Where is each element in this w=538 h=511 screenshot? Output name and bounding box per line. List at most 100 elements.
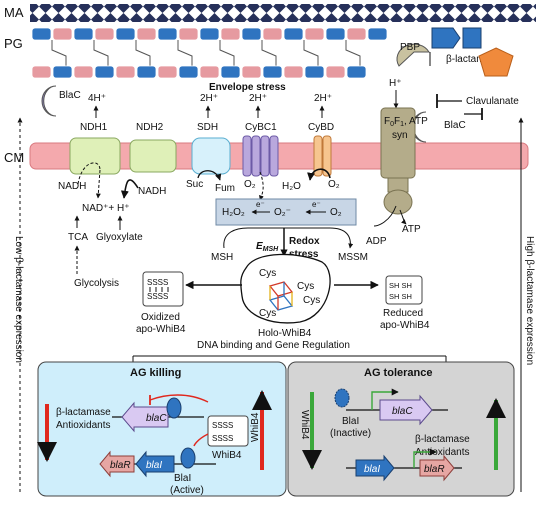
nadh-left: NADH [58,181,86,192]
glycan-unit [178,27,199,41]
ma-label: MA [4,5,24,20]
cys-1: Cys [259,268,276,279]
ag-tolerance-panel [287,361,515,497]
tolerance-blai-gene [355,454,395,482]
electron-1: e⁻ [256,200,265,209]
glycan-unit [367,27,388,41]
tolerance-blai-label: blaI [364,464,380,475]
glycan-unit [73,27,94,41]
killing-inhibit-curve-2 [193,433,209,447]
killing-whib4-box [207,415,249,447]
tca-label: TCA [68,232,88,243]
electron-2: e⁻ [312,200,321,209]
peptide-crosslink [93,40,109,66]
ndh1-electron-curve [77,162,101,185]
glycan-unit [199,65,220,79]
o2-label-b: O₂ [328,179,340,190]
glycan-unit [325,27,346,41]
cys-2: Cys [297,281,314,292]
o2-label-a: O₂ [244,179,256,190]
glycan-unit [136,65,157,79]
glycan-unit [283,65,304,79]
atp-curve [399,209,407,225]
oxidized-label-2: apo-WhiB4 [136,324,186,335]
tolerance-whib4-vertical: WhiB4 [299,410,310,440]
sdh-label: SDH [197,122,218,133]
glycan-unit [262,27,283,41]
h2o-label: H₂O [282,181,301,192]
glycan-unit [178,65,199,79]
tolerance-blai-free [334,388,350,408]
clavulanate-label: Clavulanate [466,96,519,107]
ndh2-to-nad-arrow [120,179,139,199]
succinate-label: Suc [186,179,203,190]
killing-whib4-label: WhiB4 [212,450,242,461]
peptide-crosslink [261,40,277,66]
beta-lactam-label: β-lactam [446,54,485,65]
killing-blai-gene [135,450,175,478]
killing-blai-state: (Active) [170,485,204,496]
atp-syn-proton: H⁺ [389,78,402,89]
holo-whib4-label: Holo-WhiB4 [258,328,312,339]
glycan-unit [304,65,325,79]
blac-left-icon [41,85,57,117]
o2-ros-label: O₂ [330,207,342,218]
fumarate-label: Fum [215,183,235,194]
ndh1-complex [69,137,121,175]
msh-curve [223,227,249,249]
tolerance-antioxidants: Antioxidants [415,447,469,458]
holo-whib4-protein [240,253,331,324]
killing-blai-label: blaI [146,460,162,471]
atp-synthase [380,107,416,215]
cybc1-complex [242,135,279,177]
ndh1-label: NDH1 [80,122,108,133]
killing-inhibit-curve-1 [149,394,209,403]
pg-label: PG [4,36,23,51]
atp-syn-label-1: F0F1, ATP [384,116,428,128]
glycan-unit [94,65,115,79]
h2o2-label: H₂O₂ [222,207,245,218]
glycan-unit [31,65,52,79]
clavulanate-molecule [478,47,514,77]
glycan-unit [52,27,73,41]
oxidized-apo-whib4-box [142,271,184,307]
protons-ndh1: 4H⁺ [88,93,106,104]
oxidized-label-1: Oxidized [141,312,180,323]
tolerance-promoter-bottom [413,448,437,468]
ag-killing-panel [37,361,287,497]
killing-antioxidants: Antioxidants [56,420,110,431]
ag-tolerance-title: AG tolerance [364,367,432,379]
killing-blac-label: blaC [146,413,167,424]
tolerance-blar-label: blaR [424,464,445,475]
tolerance-promoter-top [371,388,399,410]
tolerance-blai-protein: BlaI [342,416,359,427]
killing-whib4-bound [166,397,182,419]
reduced-apo-whib4-box [385,275,423,305]
red-sh-row2: SH SH [389,292,412,301]
glycan-unit [31,27,52,41]
glycan-unit [220,65,241,79]
protons-cybd: 2H⁺ [314,93,332,104]
killing-whib4-vertical: WhiB4 [250,412,261,442]
peptidoglycan-crosslinks [51,40,361,66]
killing-blac-gene [121,401,169,433]
killing-blai-protein: BlaI [174,473,191,484]
tolerance-blai-state: (Inactive) [330,428,371,439]
killing-ssss-bottom: SSSS [212,434,233,443]
peptide-crosslink [303,40,319,66]
protons-sdh: 2H⁺ [200,93,218,104]
glycan-unit [157,27,178,41]
mssm-curve [329,227,354,249]
glycan-unit [115,65,136,79]
tolerance-beta-lactamase: β-lactamase [415,434,470,445]
adp-curve [373,205,397,227]
glycan-unit [262,65,283,79]
glycan-unit [346,65,367,79]
disulfide-bonds [149,287,169,292]
superoxide-label: O₂⁻ [274,207,291,218]
glycan-unit [325,65,346,79]
pbp-label: PBP [400,42,420,53]
ndh2-complex [129,139,177,173]
sdh-complex [191,137,231,175]
glycan-unit [199,27,220,41]
